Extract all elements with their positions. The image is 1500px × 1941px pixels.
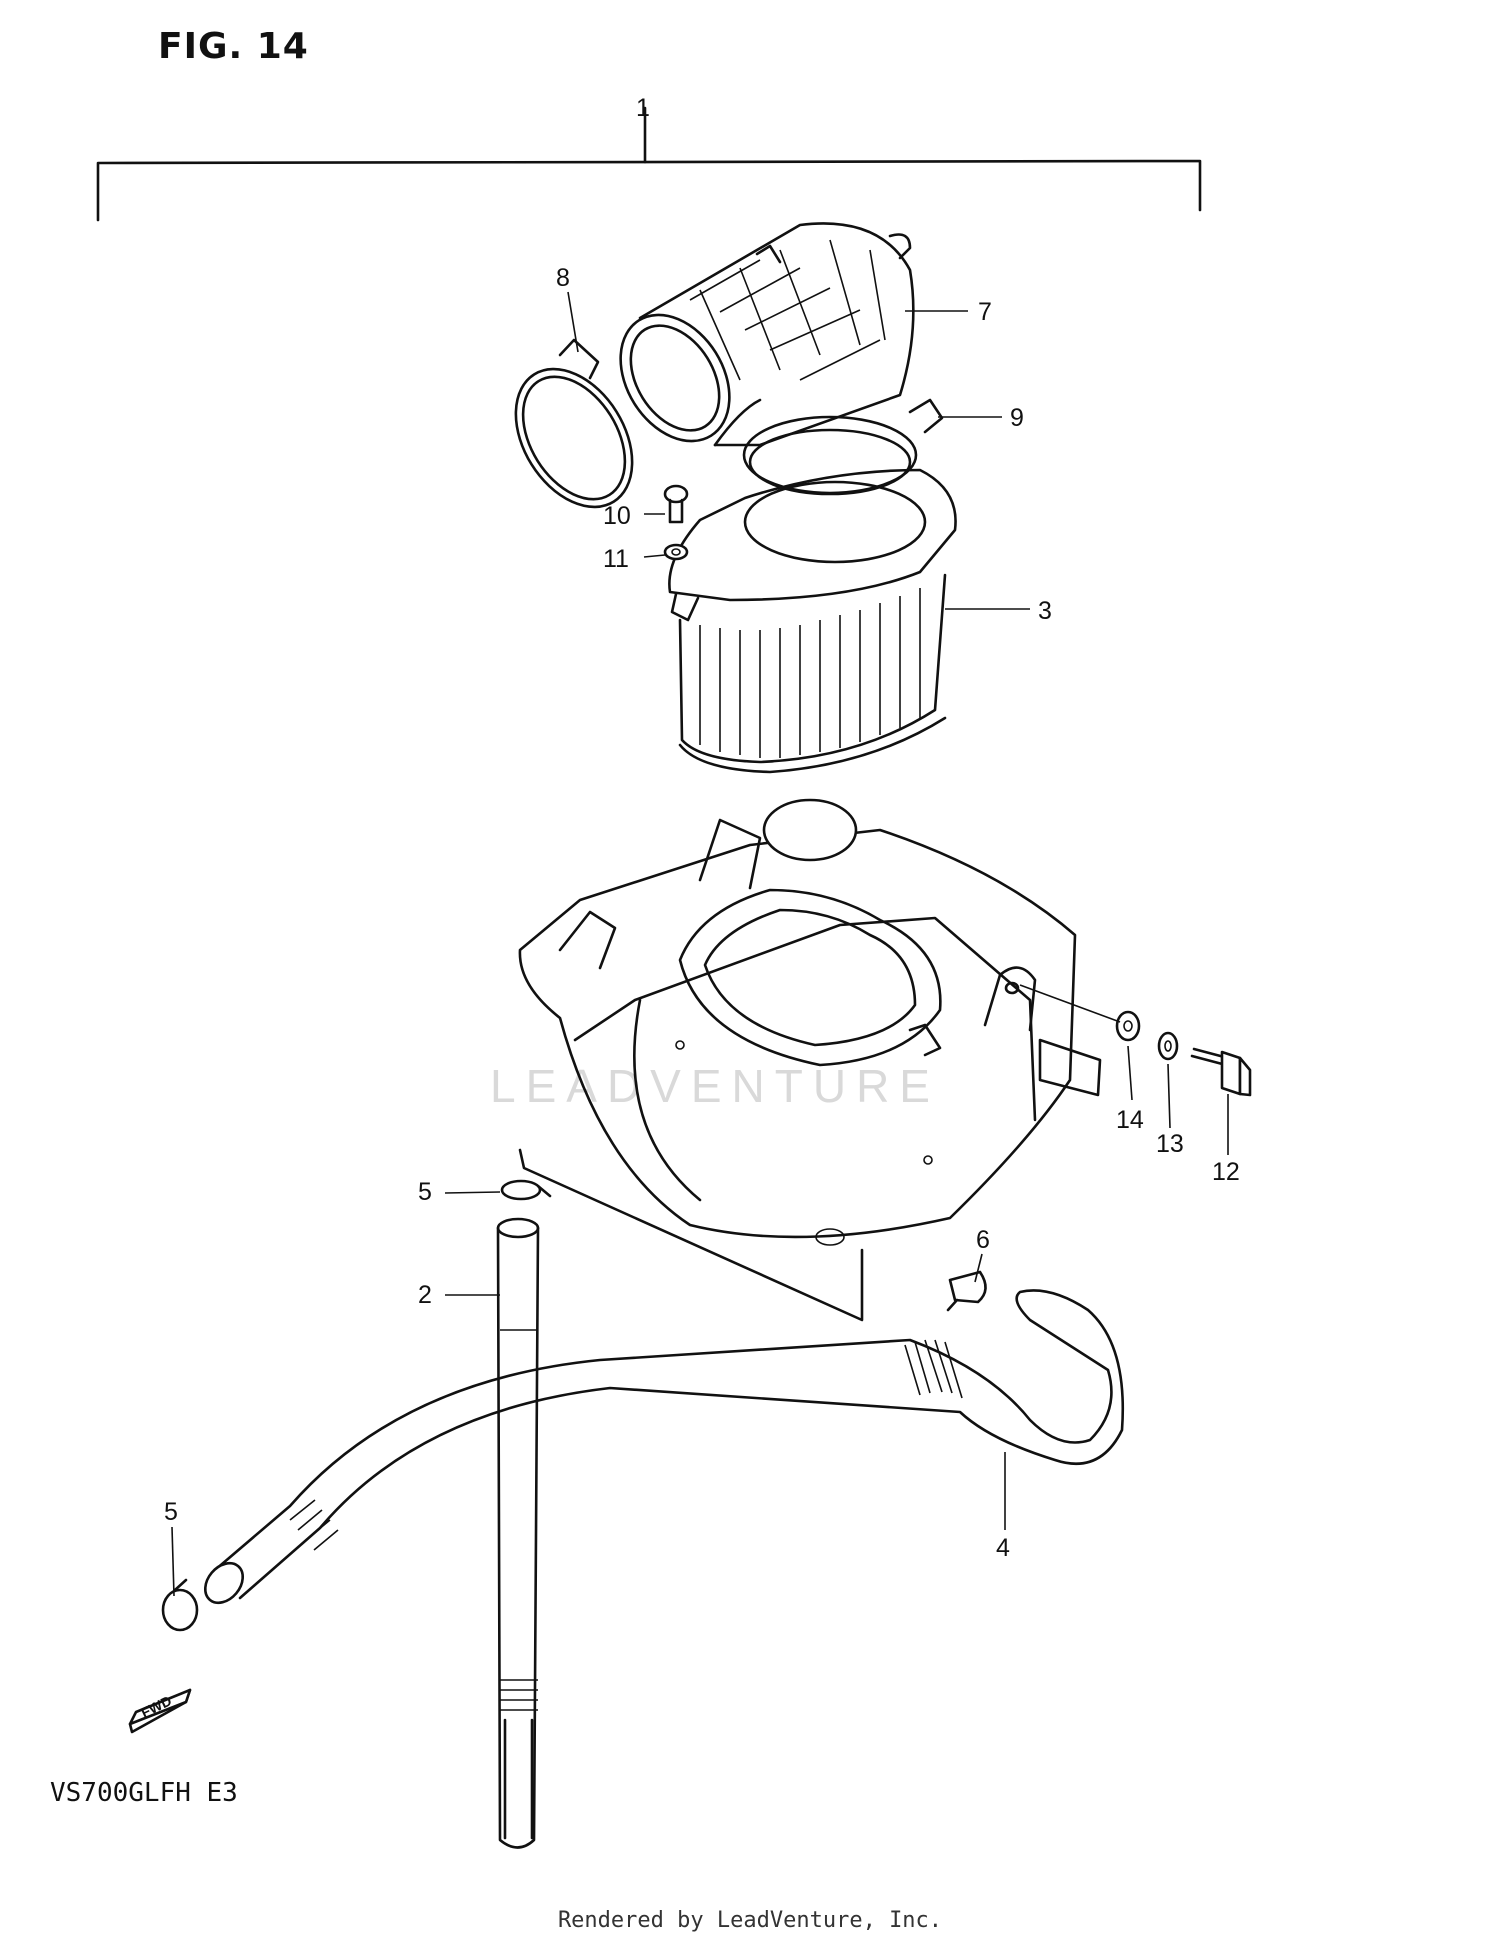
- filter-element-part-3: [668, 468, 957, 774]
- footer-credit: Rendered by LeadVenture, Inc.: [557, 1908, 943, 1933]
- watermark-text: LEADVENTURE: [490, 1060, 940, 1112]
- callout-5-lower: 5: [164, 1498, 178, 1526]
- fwd-label: FWD: [138, 1692, 174, 1720]
- reference-bracket: [518, 1148, 864, 1322]
- callout-3: 3: [1038, 597, 1052, 625]
- breather-hose-part-4: [203, 1289, 1125, 1605]
- forward-arrow-icon: FWD: [128, 1688, 192, 1734]
- callout-10: 10: [603, 502, 631, 530]
- callout-8: 8: [556, 264, 570, 292]
- washer-part-11: [663, 543, 689, 561]
- clamp-part-9: [742, 398, 944, 496]
- assembly-bracket: [96, 106, 1202, 222]
- callout-4: 4: [996, 1534, 1010, 1562]
- drain-tube-part-2: [496, 1217, 540, 1849]
- screw-part-10: [663, 484, 689, 524]
- air-cleaner-case: [518, 798, 1102, 1246]
- callout-11: 11: [603, 545, 629, 573]
- callout-12: 12: [1212, 1158, 1240, 1186]
- washer-part-14: [1019, 984, 1141, 1042]
- clamp-part-6: [946, 1270, 987, 1312]
- clip-part-5-lower: [161, 1578, 199, 1632]
- model-code: VS700GLFH E3: [50, 1778, 238, 1808]
- callout-1: 1: [636, 94, 650, 122]
- callout-5-upper: 5: [418, 1178, 432, 1206]
- callout-6: 6: [976, 1226, 990, 1254]
- clamp-part-8: [514, 338, 634, 509]
- callout-13: 13: [1156, 1130, 1184, 1158]
- callout-9: 9: [1010, 404, 1024, 432]
- clip-part-5-upper: [500, 1179, 552, 1201]
- intake-elbow-part-7: [619, 222, 915, 447]
- bolt-part-12: [1190, 1047, 1252, 1097]
- figure-title: FIG. 14: [158, 26, 309, 67]
- callout-14: 14: [1116, 1106, 1144, 1134]
- callout-7: 7: [978, 298, 992, 326]
- callout-2: 2: [418, 1281, 432, 1309]
- lock-washer-part-13: [1157, 1031, 1179, 1061]
- callout-leaders: [171, 291, 1229, 1597]
